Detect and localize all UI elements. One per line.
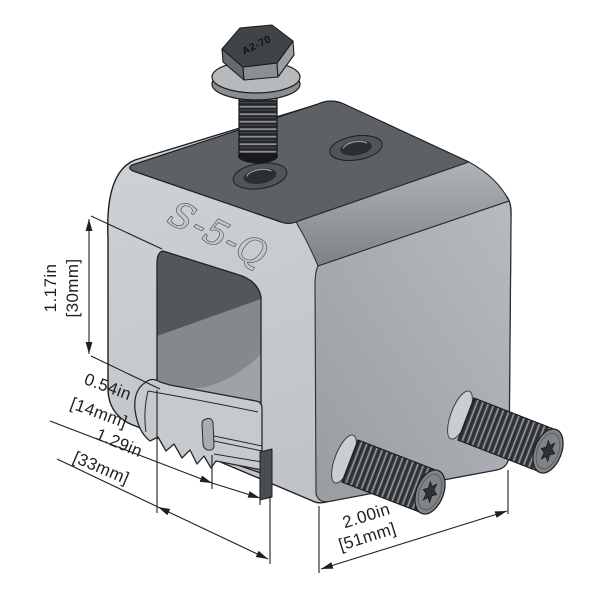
clamp-top-face	[129, 100, 470, 225]
dim-label-opening-height-in: 1.17in	[41, 264, 60, 313]
hex-bolt-head	[221, 24, 295, 81]
threaded-hole-front	[232, 162, 288, 190]
dim-label-opening-height-mm: [30mm]	[63, 258, 82, 317]
base-slot-notch	[259, 448, 273, 501]
seam-flange-edge	[147, 390, 259, 413]
dimension-annotations	[49, 215, 509, 573]
dim-base-width	[56, 390, 271, 564]
standing-seam-profile	[134, 378, 263, 471]
torx-recess	[540, 439, 556, 463]
threaded-hole-rear	[329, 134, 383, 162]
clamp-body	[107, 100, 512, 504]
hex-bolt-assembly: A2-70	[211, 24, 301, 164]
dim-opening-height	[85, 215, 163, 390]
seam-groove-lines	[213, 435, 263, 463]
mouth-ceiling	[157, 251, 261, 336]
seam-fold-line	[144, 390, 149, 433]
torx-recess	[422, 480, 438, 504]
seam-body	[134, 378, 263, 471]
dim-depth	[318, 470, 509, 573]
dim-slot-width	[49, 420, 261, 505]
seam-clamp-tab	[201, 418, 215, 451]
set-screw-rear	[447, 390, 564, 474]
